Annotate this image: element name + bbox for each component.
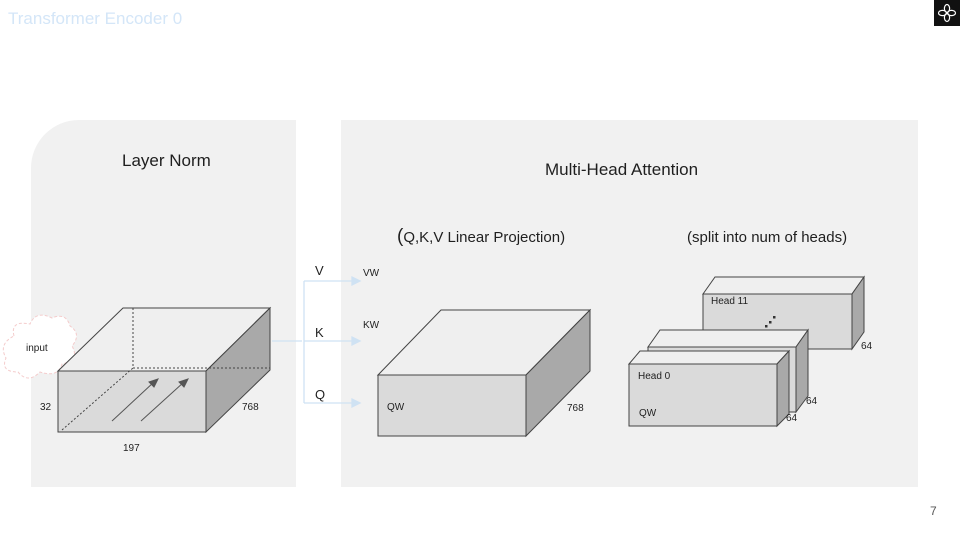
- attention-heading: Multi-Head Attention: [545, 160, 699, 179]
- page-number: 7: [930, 504, 937, 518]
- projection-dim-label: 768: [567, 403, 584, 414]
- kw-label: KW: [363, 320, 380, 331]
- v-label: V: [315, 263, 324, 278]
- dim-depth-label: 32: [40, 402, 52, 413]
- ellipsis-dots: [765, 316, 776, 328]
- qkv-arrows: [272, 275, 362, 409]
- vw-label: VW: [363, 268, 380, 279]
- qw-label: QW: [387, 402, 405, 413]
- head-middle-dim-label: 64: [806, 396, 818, 407]
- projection-caption-paren: (: [397, 226, 404, 247]
- projection-caption: (Q,K,V Linear Projection): [397, 226, 565, 248]
- projection-caption-text: Q,K,V Linear Projection): [403, 229, 566, 246]
- head-0-box: [627, 349, 791, 428]
- head-0-weight-label: QW: [639, 408, 657, 419]
- head-0-label: Head 0: [638, 371, 671, 382]
- head-11-dim-label: 64: [861, 341, 873, 352]
- slide-title: Transformer Encoder 0: [8, 9, 183, 28]
- projection-box: [376, 308, 592, 438]
- layer-norm-box: [56, 306, 272, 434]
- layer-norm-heading: Layer Norm: [122, 151, 211, 170]
- flow-arrows: [111, 378, 189, 422]
- head-0-dim-label: 64: [786, 413, 798, 424]
- head-11-label: Head 11: [711, 296, 749, 307]
- dim-length-label: 197: [123, 443, 140, 454]
- q-label: Q: [315, 387, 326, 402]
- input-label: input: [26, 343, 48, 354]
- dim-width-label: 768: [242, 402, 259, 413]
- split-caption: (split into num of heads): [687, 229, 848, 246]
- k-label: K: [315, 325, 324, 340]
- logo-icon: [934, 0, 960, 26]
